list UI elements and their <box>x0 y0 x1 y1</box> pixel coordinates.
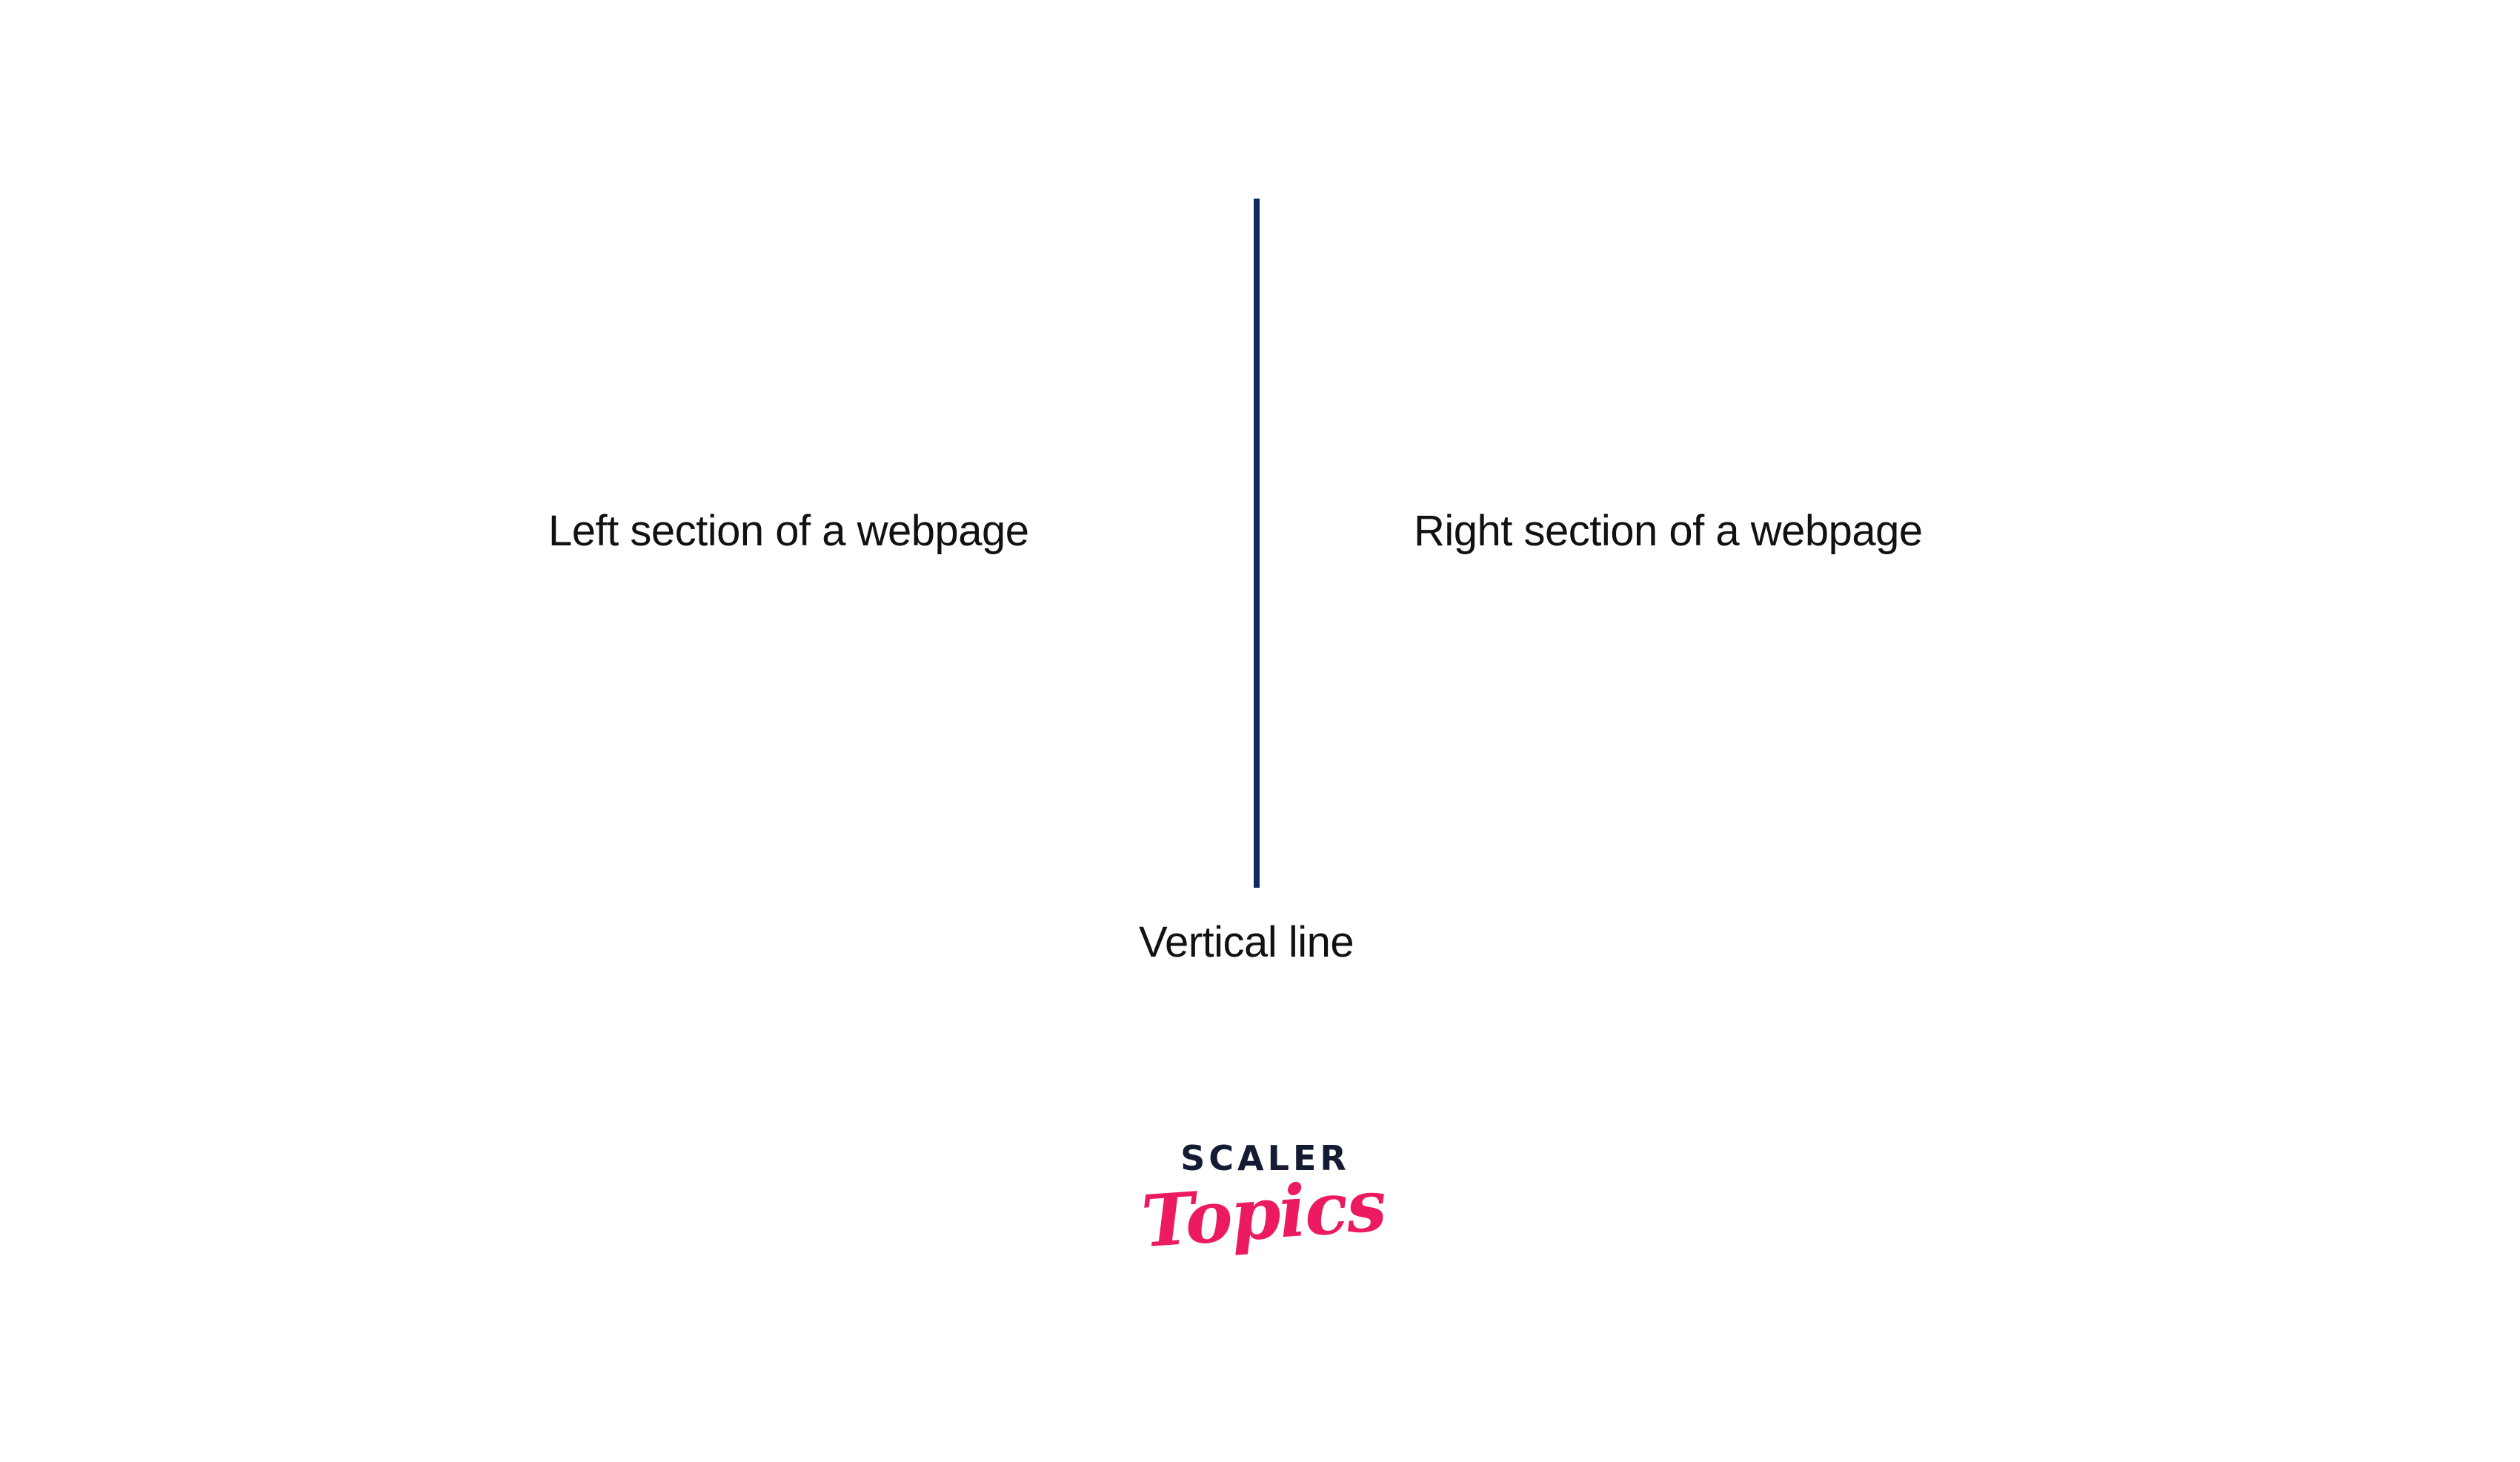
vertical-line <box>1254 199 1260 888</box>
logo-wordmark-scaler: SCALER <box>1180 1138 1350 1178</box>
vertical-line-caption: Vertical line <box>1139 918 1354 966</box>
right-section-label: Right section of a webpage <box>1414 507 1923 555</box>
scaler-topics-logo: SCALER Topics <box>1139 1138 1388 1334</box>
logo-script-topics: Topics <box>1139 1163 1388 1264</box>
left-section-label: Left section of a webpage <box>548 507 1029 555</box>
